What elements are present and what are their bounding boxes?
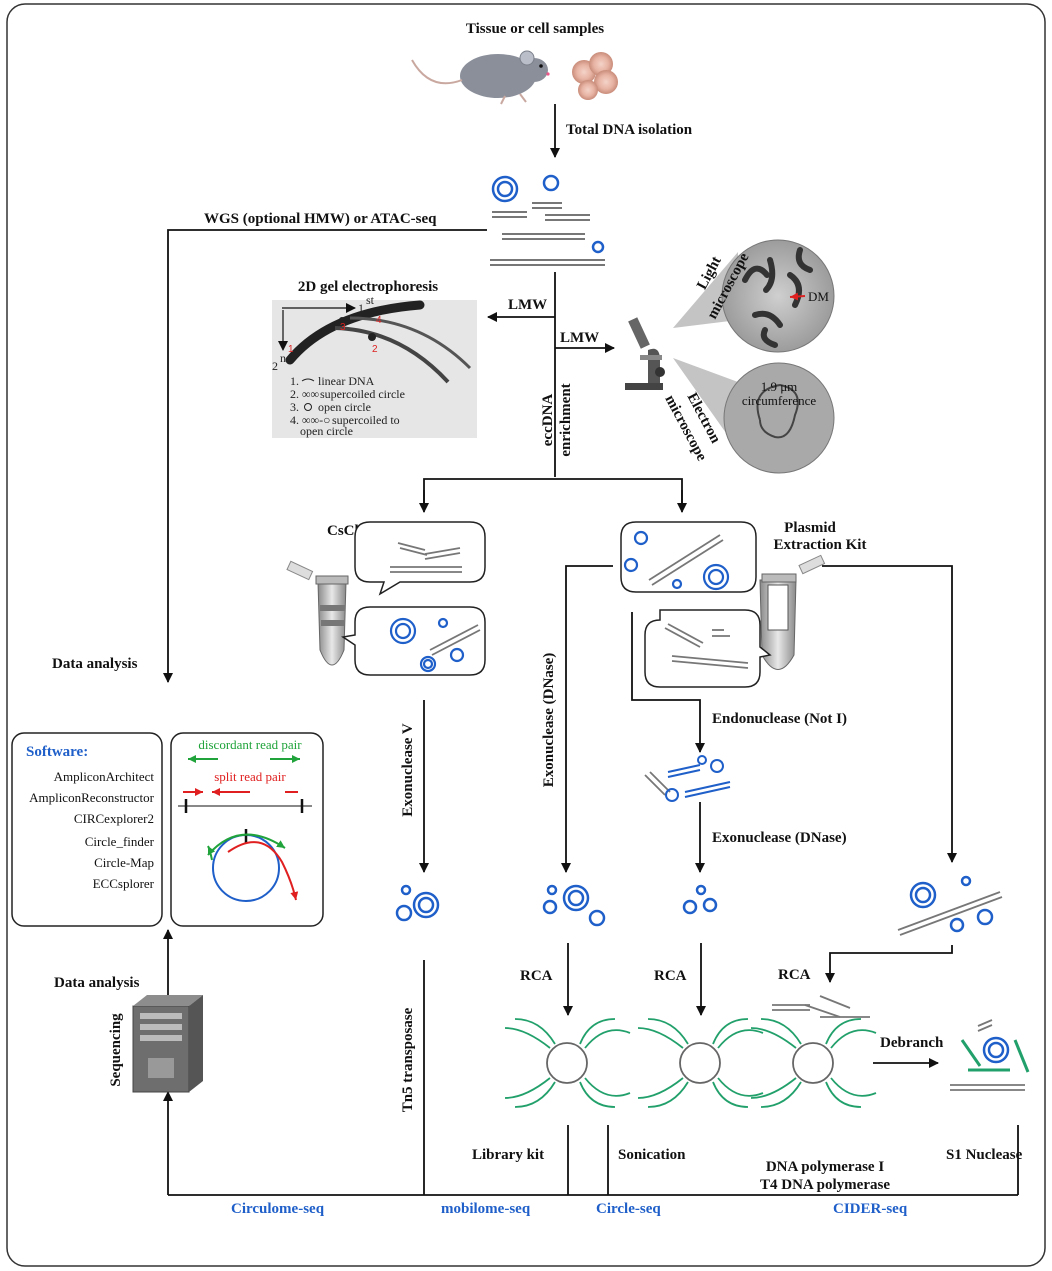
- sequencer-icon: [132, 995, 203, 1093]
- circles-exo-dnase-mid: [682, 884, 718, 915]
- svg-text:∞∞: ∞∞: [302, 387, 319, 401]
- plasmid-label-1: Plasmid: [784, 520, 836, 536]
- software-item-1: AmpliconArchitect: [54, 769, 155, 784]
- rca-product-1: [504, 1018, 631, 1108]
- software-box: [11, 732, 163, 927]
- circles-plasmid-right: [897, 875, 1003, 936]
- svg-text:supercoiled to: supercoiled to: [332, 413, 400, 427]
- light-micrograph: [721, 239, 835, 353]
- svg-text:3: 3: [340, 322, 346, 333]
- software-item-5: Circle-Map: [94, 855, 154, 870]
- plasmid-label-2: Extraction Kit: [774, 537, 867, 553]
- data-analysis-label-2: Data analysis: [54, 975, 140, 991]
- exo-v-label: Exonuclease V: [400, 723, 416, 817]
- arrow-plasmid-right: [822, 565, 957, 863]
- svg-text:2.: 2.: [290, 387, 299, 401]
- software-title: Software:: [26, 744, 88, 760]
- rca-label-2: RCA: [654, 968, 687, 984]
- outer-frame: [6, 3, 1046, 1267]
- software-item-2: AmpliconReconstructor: [29, 790, 155, 805]
- linearized-dna-icon: [644, 755, 731, 802]
- arrow-endonuclease: [631, 612, 705, 753]
- eccdna-label: eccDNA: [540, 394, 556, 447]
- plasmid-bubble-top: [620, 521, 757, 593]
- em-note-2: circumference: [742, 393, 817, 408]
- wgs-label: WGS (optional HMW) or ATAC-seq: [204, 211, 437, 227]
- svg-text:2: 2: [372, 344, 378, 355]
- arrow-wgs: [163, 229, 487, 683]
- svg-text:3.: 3.: [290, 400, 299, 414]
- arrow-exo-dnase-left: [561, 565, 613, 873]
- cscl-bubble-top: [354, 521, 486, 596]
- split-line: [423, 478, 683, 507]
- software-item-4: Circle_finder: [85, 834, 155, 849]
- rca-label-1: RCA: [520, 968, 553, 984]
- polymerase-label-2: T4 DNA polymerase: [760, 1177, 890, 1193]
- microscope-icon: [625, 317, 665, 390]
- arrow-rca-3: [825, 945, 953, 983]
- seq-circle: Circle-seq: [596, 1201, 661, 1217]
- seq-cider: CIDER-seq: [833, 1201, 908, 1217]
- library-label: Library kit: [472, 1147, 544, 1163]
- plasmid-tube-icon: [759, 554, 826, 670]
- software-item-6: ECCsplorer: [93, 876, 155, 891]
- em-note-1: 1.9 μm: [761, 379, 798, 394]
- debranch-label: Debranch: [880, 1035, 944, 1051]
- light-beam: [673, 252, 738, 328]
- svg-text:st: st: [366, 293, 375, 307]
- lmw-right-label: LMW: [560, 330, 599, 346]
- svg-text:open circle: open circle: [318, 400, 371, 414]
- cscl-bubble-bottom: [341, 606, 486, 676]
- rca-product-2: [637, 1018, 764, 1108]
- circles-exo-dnase-left: [542, 884, 606, 927]
- isolation-label: Total DNA isolation: [566, 122, 693, 138]
- polymerase-label-1: DNA polymerase I: [766, 1159, 884, 1175]
- lmw-left-label: LMW: [508, 297, 547, 313]
- svg-text:linear DNA: linear DNA: [318, 374, 375, 388]
- svg-text:4: 4: [376, 315, 382, 326]
- enrichment-label: enrichment: [558, 383, 574, 456]
- svg-text:4.: 4.: [290, 413, 299, 427]
- svg-text:1.: 1.: [290, 374, 299, 388]
- split-label: split read pair: [214, 769, 286, 784]
- seq-mobilome: mobilome-seq: [441, 1201, 531, 1217]
- cells-icon: [572, 52, 618, 100]
- sequencing-label: Sequencing: [108, 1013, 124, 1087]
- sonication-label: Sonication: [618, 1147, 686, 1163]
- circles-exo-v: [395, 884, 440, 922]
- total-dna-icon: [490, 174, 605, 266]
- plasmid-bubble-bottom: [644, 609, 772, 688]
- exo-dnase-label: Exonuclease (DNase): [712, 830, 847, 846]
- samples-title: Tissue or cell samples: [466, 21, 604, 37]
- svg-text:1: 1: [358, 301, 364, 315]
- rca-product-3: [750, 995, 877, 1108]
- svg-text:supercoiled circle: supercoiled circle: [320, 387, 405, 401]
- svg-text:open circle: open circle: [300, 424, 353, 438]
- seq-circulome: Circulome-seq: [231, 1201, 325, 1217]
- data-analysis-label-1: Data analysis: [52, 656, 138, 672]
- electron-micrograph: [723, 362, 835, 474]
- software-item-3: CIRCexplorer2: [74, 811, 154, 826]
- tn5-label: Tn5 transposase: [400, 1007, 416, 1112]
- cscl-tube-icon: [286, 560, 349, 666]
- svg-text:2: 2: [272, 359, 278, 373]
- exo-dnase-vert-label: Exonuclease (DNase): [541, 653, 557, 788]
- s1-label: S1 Nuclease: [946, 1147, 1023, 1163]
- gel-title: 2D gel electrophoresis: [298, 279, 438, 295]
- debranched-dna-icon: [950, 1019, 1030, 1091]
- electron-beam: [673, 358, 738, 450]
- dm-label: DM: [808, 289, 829, 304]
- mouse-icon: [411, 50, 550, 105]
- svg-text:1: 1: [288, 344, 294, 355]
- gel-image: 1 st 2 nd 1 2 3 4 1. linear DNA 2. ∞∞ su…: [272, 293, 477, 438]
- discordant-label: discordant read pair: [198, 737, 302, 752]
- svg-text:∞∞-○: ∞∞-○: [302, 413, 330, 427]
- rca-label-3: RCA: [778, 967, 811, 983]
- endonuclease-label: Endonuclease (Not I): [712, 711, 847, 727]
